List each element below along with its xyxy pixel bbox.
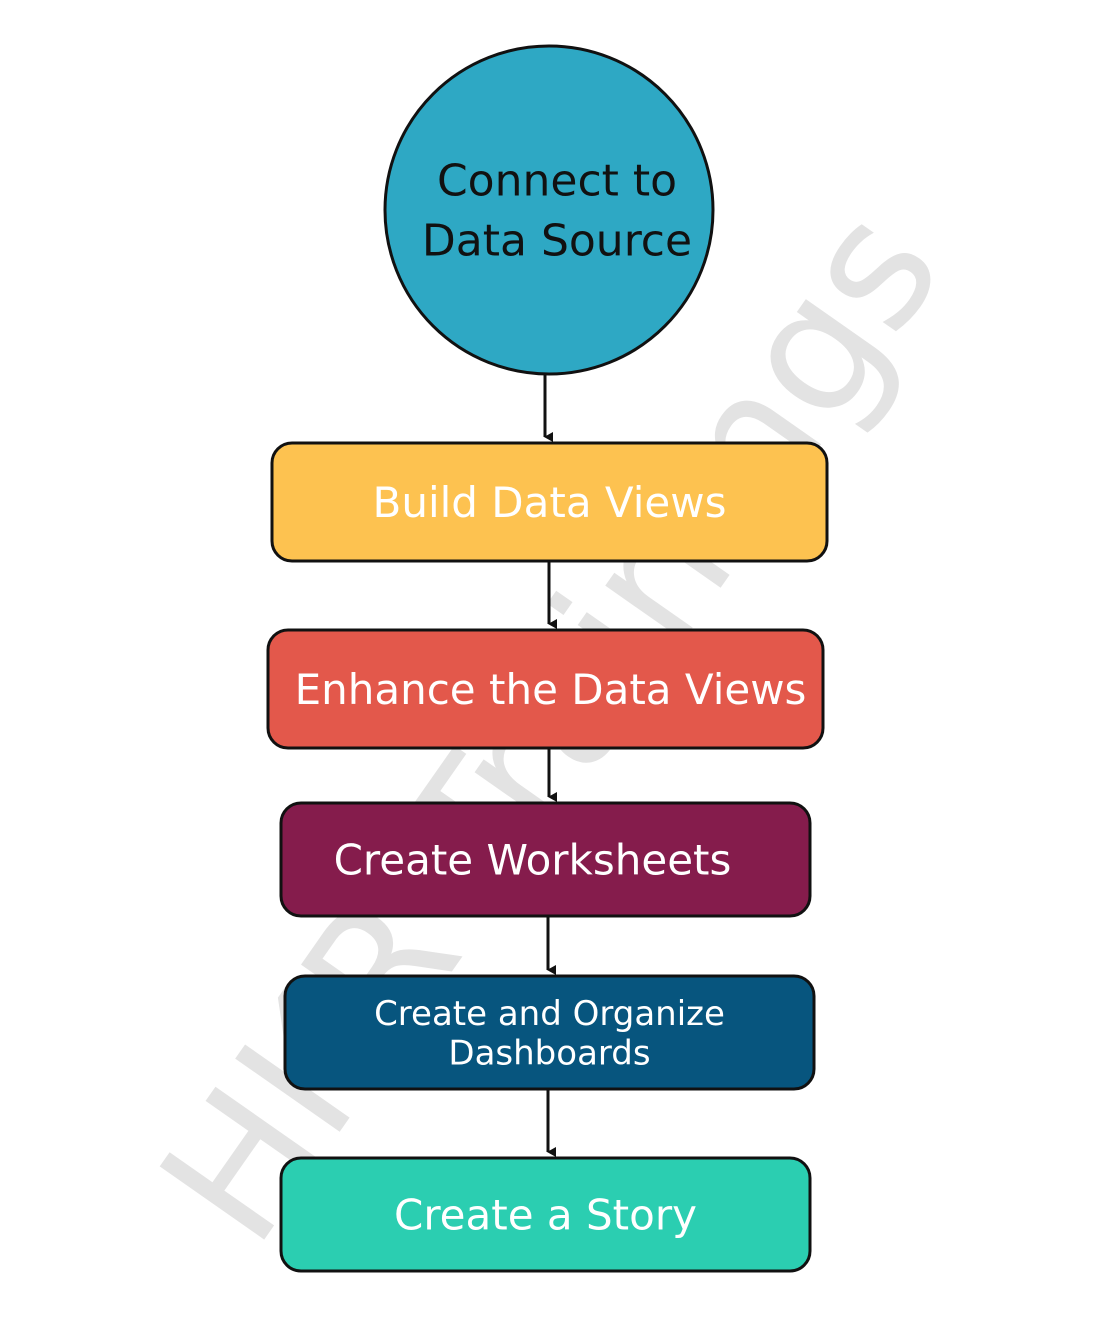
create-story-step: Create a Story [279,1156,812,1273]
start-node-label: Data Source [422,215,692,266]
step-label: Build Data Views [373,478,727,527]
step-label: Create and Organize [374,994,725,1034]
start-node-circle [383,44,715,376]
step-label: Create a Story [394,1191,697,1240]
enhance-data-views-step: Enhance the Data Views [266,628,825,750]
build-data-views-step: Build Data Views [270,441,829,563]
step-box [266,628,825,750]
step-box [279,801,812,918]
step-box [270,441,829,563]
connector-arrows [543,374,557,1157]
step-label: Enhance the Data Views [295,665,807,714]
start-node: Connect to Data Source [383,44,715,376]
step-label: Dashboards [448,1033,650,1073]
step-label: Create Worksheets [334,836,732,885]
step-box [279,1156,812,1273]
step-box [283,974,816,1091]
create-worksheets-step: Create Worksheets [279,801,812,918]
start-node-label: Connect to [437,155,677,206]
